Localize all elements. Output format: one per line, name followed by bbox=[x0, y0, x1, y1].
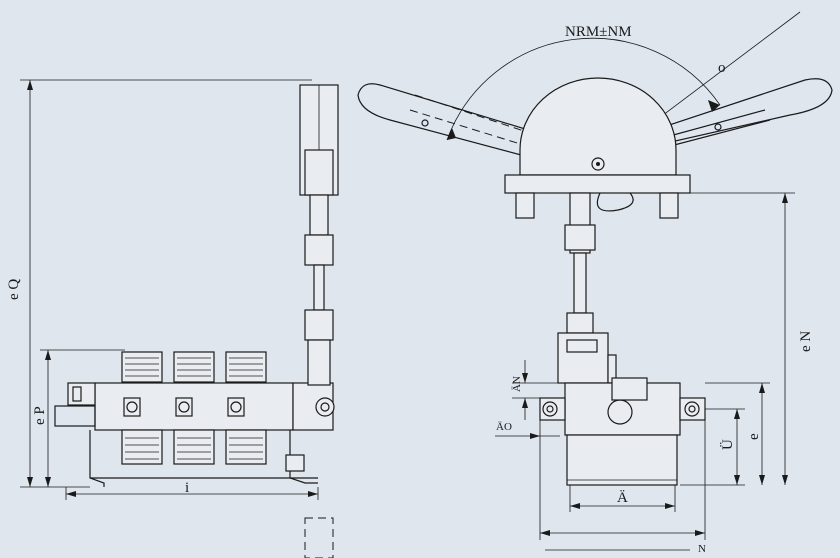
pole-3 bbox=[225, 351, 267, 465]
base-height-label: e P bbox=[32, 406, 48, 425]
dim-u-label: Ü bbox=[719, 439, 736, 450]
width-i-label: i bbox=[185, 480, 189, 496]
dim-an-label: ÄN bbox=[511, 376, 523, 392]
angle-label: NRM±NM bbox=[565, 24, 632, 40]
handle-stub bbox=[304, 517, 334, 558]
right-front-view: NRM±NM o e N bbox=[357, 11, 833, 555]
pole-1 bbox=[121, 351, 163, 465]
radius-label: o bbox=[718, 60, 726, 76]
dim-a-label: Ä bbox=[617, 489, 628, 506]
dim-ao-label: ÄO bbox=[496, 421, 512, 433]
bottom-n-label: N bbox=[698, 543, 706, 555]
dim-e-label: e bbox=[746, 433, 762, 440]
total-height-label: e Q bbox=[6, 279, 22, 300]
right-height-label: e N bbox=[798, 331, 814, 352]
pole-2 bbox=[173, 351, 215, 465]
left-side-view: e Q e P i bbox=[6, 79, 339, 500]
